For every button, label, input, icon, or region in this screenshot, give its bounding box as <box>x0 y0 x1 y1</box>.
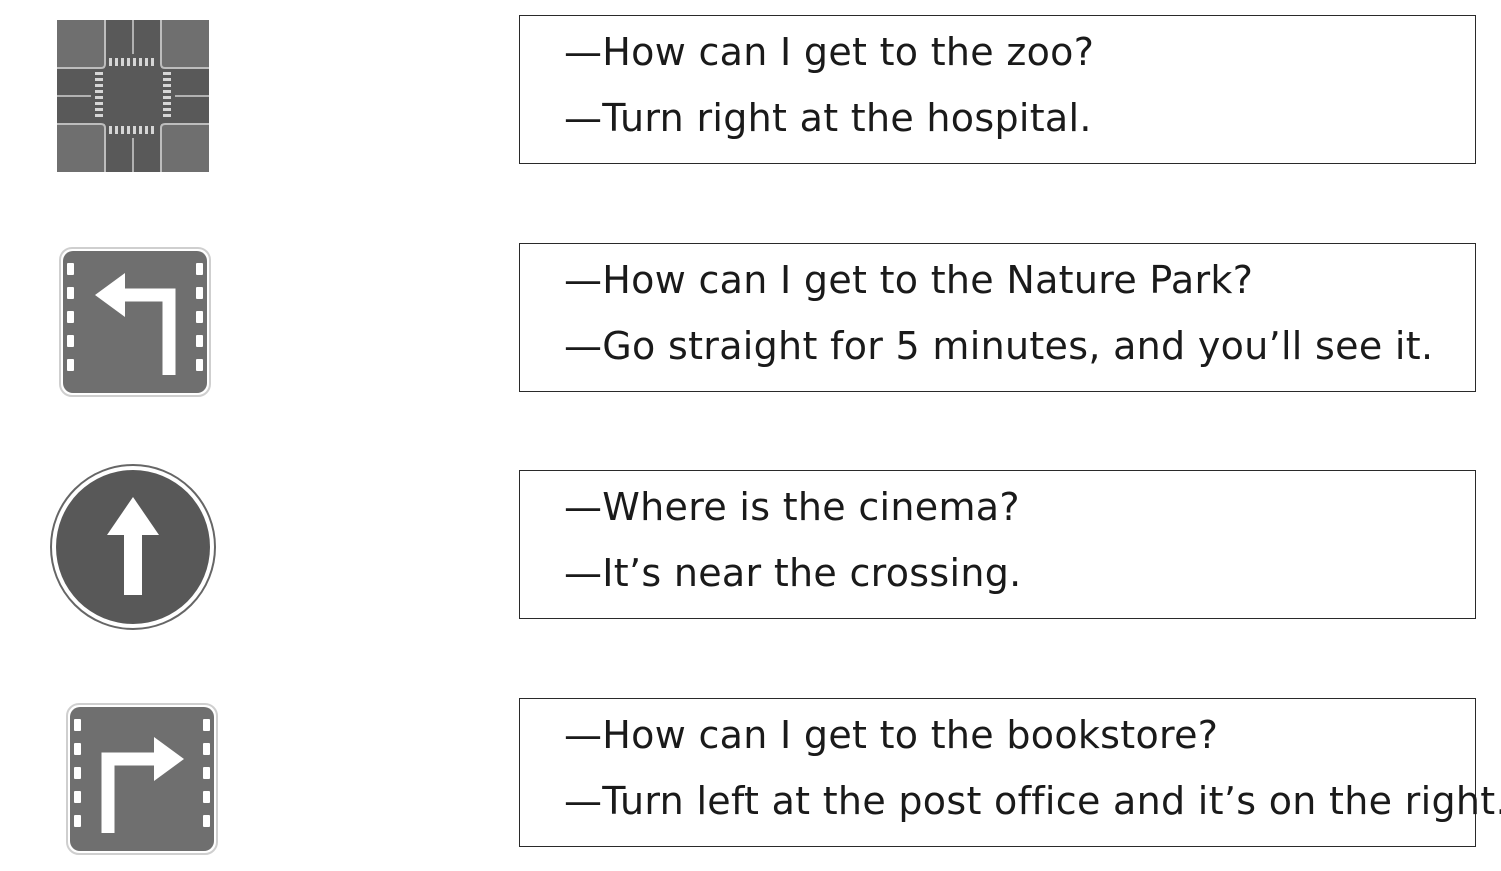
turn-left-sign-icon <box>59 247 211 397</box>
answer-text: —Go straight for 5 minutes, and you’ll s… <box>564 324 1434 368</box>
question-text: —Where is the cinema? <box>564 485 1020 529</box>
dialogue-box-4: —How can I get to the bookstore? —Turn l… <box>519 698 1501 847</box>
turn-right-sign-icon <box>66 703 218 855</box>
answer-text: —It’s near the crossing. <box>564 551 1022 595</box>
answer-text: —Turn left at the post office and it’s o… <box>564 779 1501 823</box>
dialogue-box-2: —How can I get to the Nature Park? —Go s… <box>519 243 1476 392</box>
dialogue-box-1: —How can I get to the zoo? —Turn right a… <box>519 15 1476 164</box>
dialogue-box-3: —Where is the cinema? —It’s near the cro… <box>519 470 1476 619</box>
answer-text: —Turn right at the hospital. <box>564 96 1092 140</box>
question-text: —How can I get to the bookstore? <box>564 713 1219 757</box>
crossroads-icon <box>57 20 209 172</box>
question-text: —How can I get to the zoo? <box>564 30 1095 74</box>
go-straight-sign-icon <box>49 463 217 631</box>
question-text: —How can I get to the Nature Park? <box>564 258 1254 302</box>
